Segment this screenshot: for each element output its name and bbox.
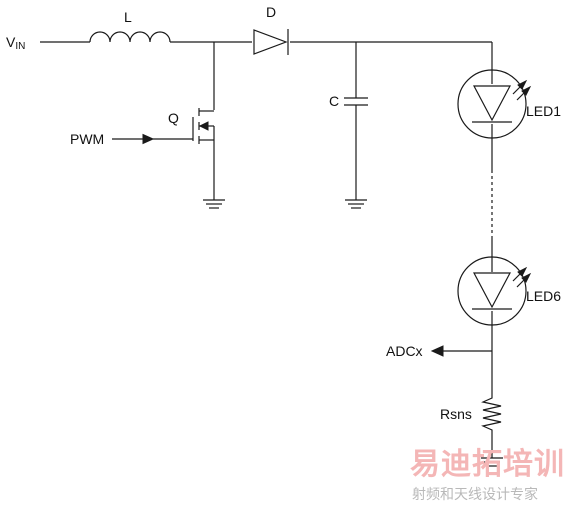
adc-arrow-icon (430, 345, 444, 357)
watermark-sub-text: 射频和天线设计专家 (412, 486, 538, 503)
led1-label: LED1 (526, 103, 561, 119)
led-icon (457, 256, 532, 326)
ground-icon (345, 199, 367, 209)
vin-label: VIN (6, 34, 25, 52)
mosfet-icon (192, 108, 215, 150)
led-icon (457, 69, 532, 139)
led6-label: LED6 (526, 288, 561, 304)
diode-label: D (266, 4, 276, 20)
resistor-icon (481, 394, 502, 432)
wires (40, 41, 493, 458)
transistor-label: Q (168, 110, 179, 126)
ground-icon (203, 199, 225, 209)
sense-resistor-label: Rsns (440, 406, 472, 422)
watermark-main-text: 易迪拓培训 (410, 447, 565, 482)
ground-icon (481, 457, 503, 467)
inductor-label: L (124, 9, 132, 25)
inductor-coil-icon (89, 31, 171, 43)
diode-icon (253, 29, 289, 55)
pwm-label: PWM (70, 131, 104, 147)
capacitor-label: C (329, 93, 339, 109)
adc-label: ADCx (386, 343, 423, 359)
vin-label-main: V (6, 34, 16, 50)
capacitor-icon (344, 97, 368, 106)
vin-label-subscript: IN (15, 41, 25, 52)
pwm-arrow-icon (142, 133, 155, 145)
